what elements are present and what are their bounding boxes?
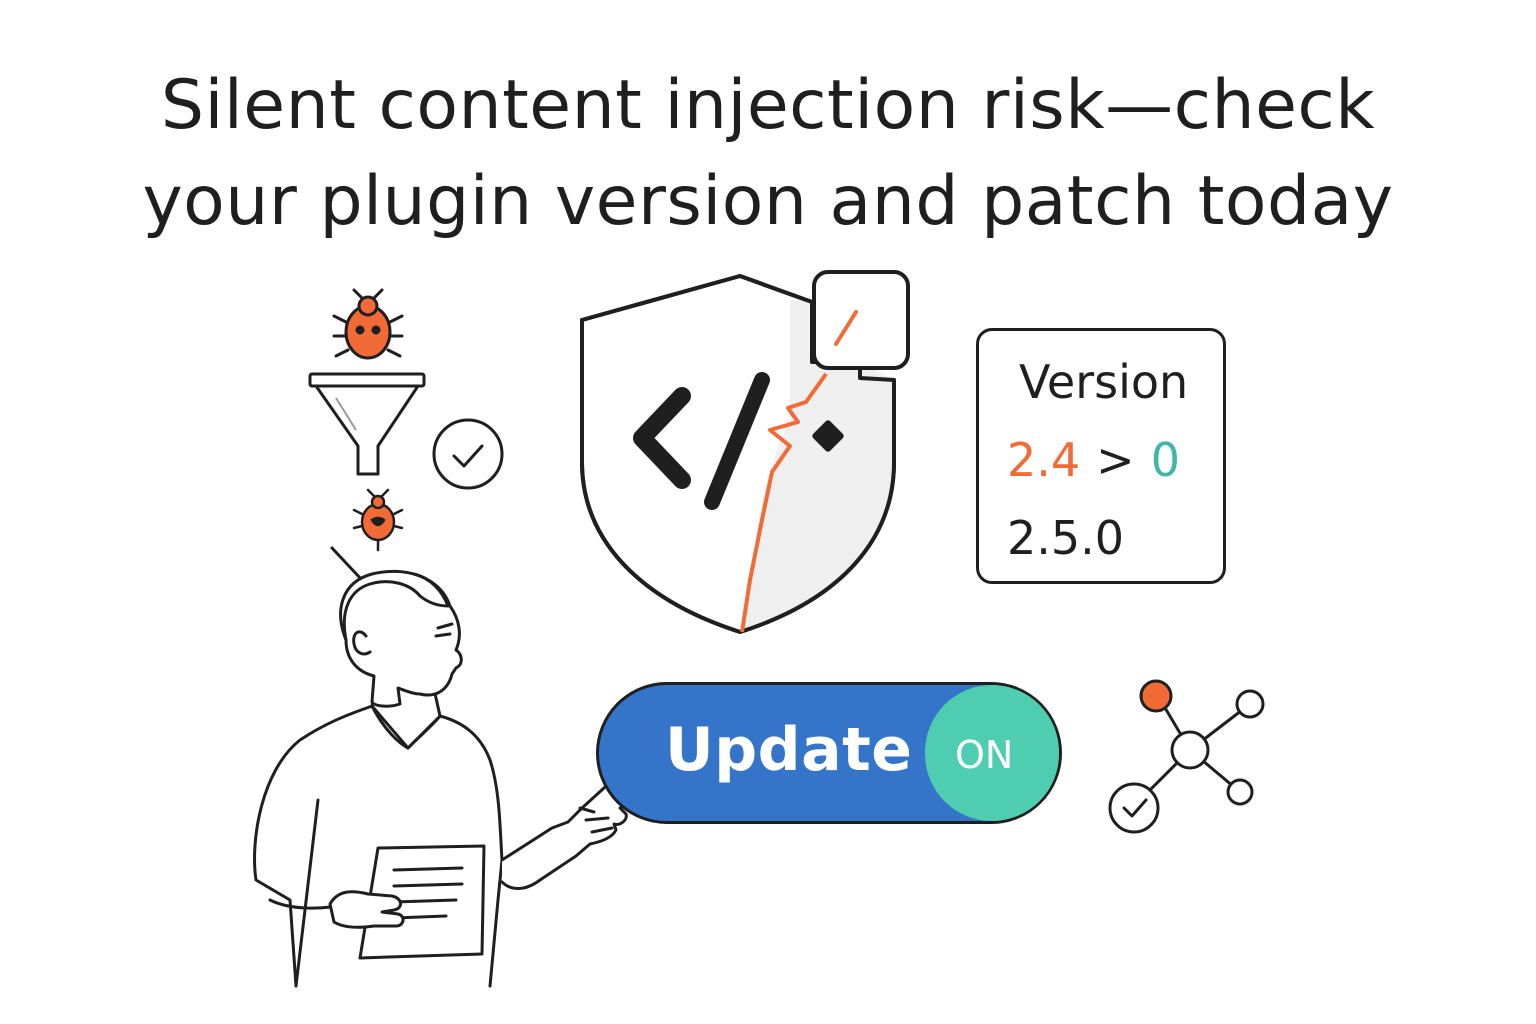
toggle-knob[interactable]: ON [925,685,1059,821]
version-comparison: 2.4 >0 [1007,433,1180,487]
headline-line-2: your plugin version and patch today [142,162,1394,241]
arrow-icon: > [1096,433,1135,487]
document-icon [328,844,486,960]
headline: Silent content injection risk—check your… [0,58,1536,250]
check-circle-icon [432,418,504,490]
version-card: Version 2.4 >0 2.5.0 [976,328,1226,584]
bug-icon-small [352,488,404,552]
shield-code-icon [580,270,910,634]
current-version: 2.4 [1007,433,1081,487]
target-version: 2.5.0 [1007,511,1125,565]
network-node-icon [1108,679,1265,834]
toggle-state: ON [955,733,1014,777]
headline-line-1: Silent content injection risk—check [160,66,1376,145]
update-toggle[interactable]: Update ON [596,682,1062,824]
version-title: Version [1019,355,1189,409]
update-toggle-label: Update [665,715,913,785]
pending-value: 0 [1150,433,1180,487]
bug-icon [332,288,404,360]
funnel-icon [308,372,426,476]
